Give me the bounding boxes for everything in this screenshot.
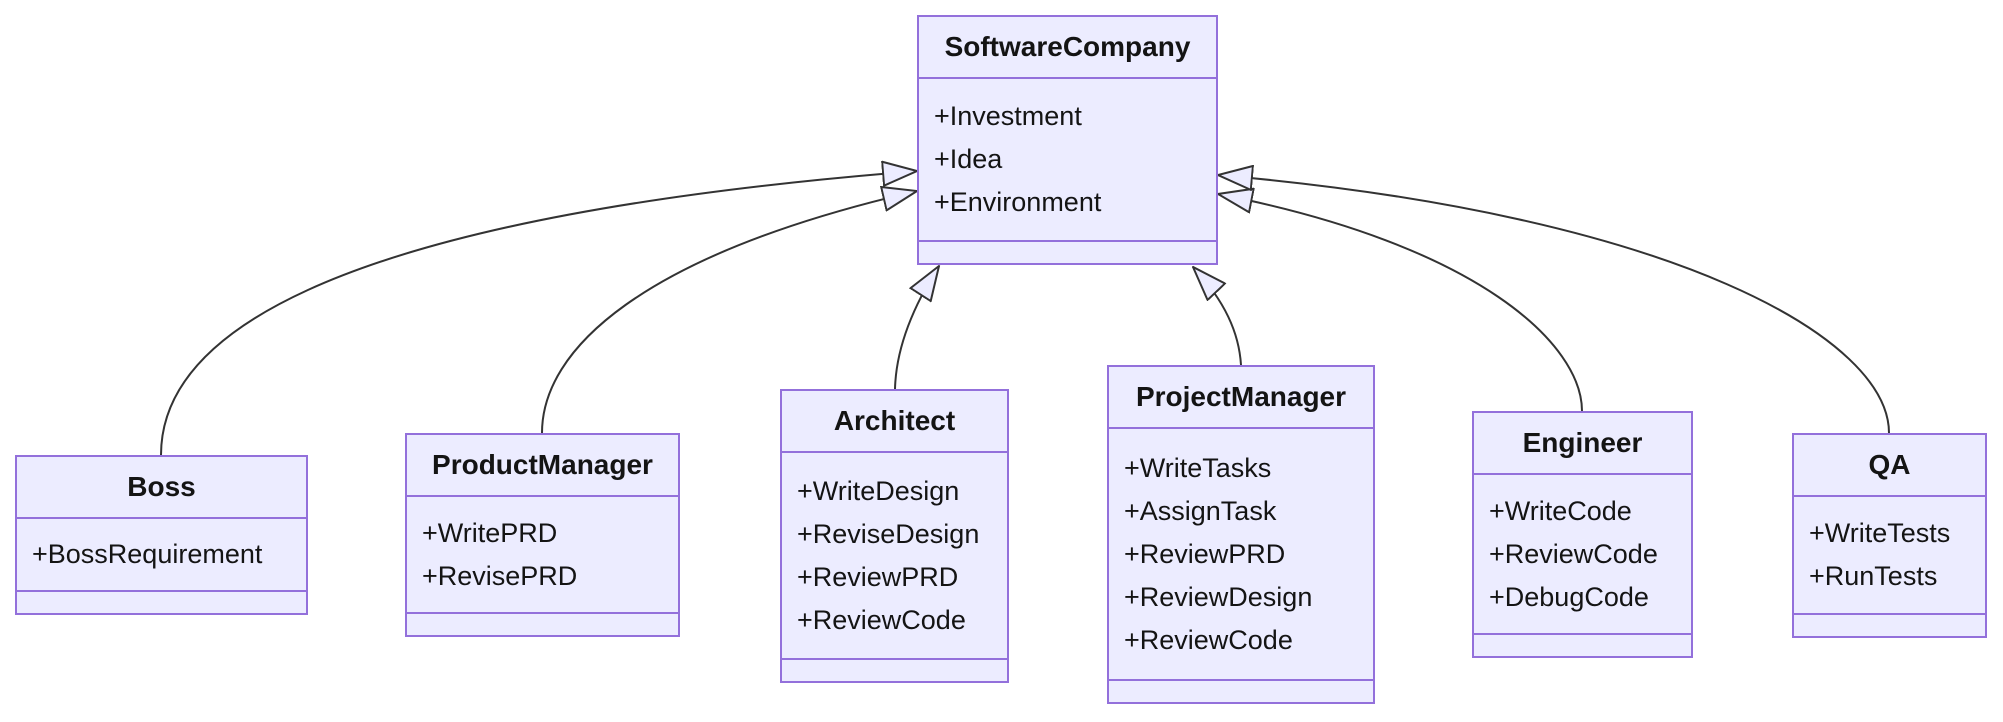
class-boss: Boss +BossRequirement xyxy=(15,455,308,615)
class-title: Boss xyxy=(17,457,306,519)
edge-boss-inheritance xyxy=(160,171,917,456)
class-member: +WriteTasks xyxy=(1124,452,1272,483)
class-methods-empty xyxy=(17,590,306,613)
class-productmanager: ProductManager +WritePRD +RevisePRD xyxy=(405,433,680,637)
class-member: +ReviewCode xyxy=(1489,538,1658,569)
class-member: +Environment xyxy=(934,187,1102,217)
class-member: +ReviewPRD xyxy=(797,561,959,592)
class-member: +WriteTests xyxy=(1809,518,1951,548)
class-members: +WriteTests +RunTests xyxy=(1794,497,1985,613)
class-architect: Architect +WriteDesign +ReviseDesign +Re… xyxy=(780,389,1009,683)
edge-engineer-inheritance xyxy=(1218,194,1583,412)
class-member: +ReviewDesign xyxy=(1124,581,1313,612)
class-title: ProjectManager xyxy=(1109,367,1373,429)
class-methods-empty xyxy=(1109,679,1373,702)
class-member: +WriteDesign xyxy=(797,475,960,506)
class-member: +ReviewCode xyxy=(797,604,966,635)
class-member: +RunTests xyxy=(1809,561,1938,591)
class-softwarecompany: SoftwareCompany +Investment +Idea +Envir… xyxy=(917,15,1218,265)
edge-architect-inheritance xyxy=(894,266,939,390)
class-member: +BossRequirement xyxy=(32,539,263,569)
class-member: +ReviewPRD xyxy=(1124,538,1286,569)
edge-productmanager-inheritance xyxy=(541,191,917,434)
class-members: +WriteCode +ReviewCode +DebugCode xyxy=(1474,475,1691,633)
class-methods-empty xyxy=(782,658,1007,681)
class-member: +RevisePRD xyxy=(422,560,578,591)
class-qa: QA +WriteTests +RunTests xyxy=(1792,433,1987,638)
class-members: +WriteTasks +AssignTask +ReviewPRD +Revi… xyxy=(1109,429,1373,679)
class-members: +Investment +Idea +Environment xyxy=(919,79,1216,240)
class-members: +BossRequirement xyxy=(17,519,306,590)
class-member: +ReviewCode xyxy=(1124,624,1293,655)
edge-qa-inheritance xyxy=(1218,175,1890,434)
class-member: +AssignTask xyxy=(1124,495,1277,526)
class-methods-empty xyxy=(919,240,1216,263)
class-member: +WritePRD xyxy=(422,517,558,548)
class-title: QA xyxy=(1794,435,1985,497)
class-members: +WritePRD +RevisePRD xyxy=(407,497,678,612)
class-title: Engineer xyxy=(1474,413,1691,475)
class-methods-empty xyxy=(407,612,678,635)
class-projectmanager: ProjectManager +WriteTasks +AssignTask +… xyxy=(1107,365,1375,704)
class-member: +DebugCode xyxy=(1489,581,1649,612)
class-title: SoftwareCompany xyxy=(919,17,1216,79)
class-member: +Idea xyxy=(934,144,1003,174)
class-methods-empty xyxy=(1474,633,1691,656)
class-methods-empty xyxy=(1794,613,1985,636)
class-member: +WriteCode xyxy=(1489,495,1632,526)
class-title: ProductManager xyxy=(407,435,678,497)
edge-projectmanager-inheritance xyxy=(1193,267,1242,366)
class-engineer: Engineer +WriteCode +ReviewCode +DebugCo… xyxy=(1472,411,1693,658)
class-title: Architect xyxy=(782,391,1007,453)
class-member: +ReviseDesign xyxy=(797,518,980,549)
class-member: +Investment xyxy=(934,101,1082,131)
class-members: +WriteDesign +ReviseDesign +ReviewPRD +R… xyxy=(782,453,1007,658)
